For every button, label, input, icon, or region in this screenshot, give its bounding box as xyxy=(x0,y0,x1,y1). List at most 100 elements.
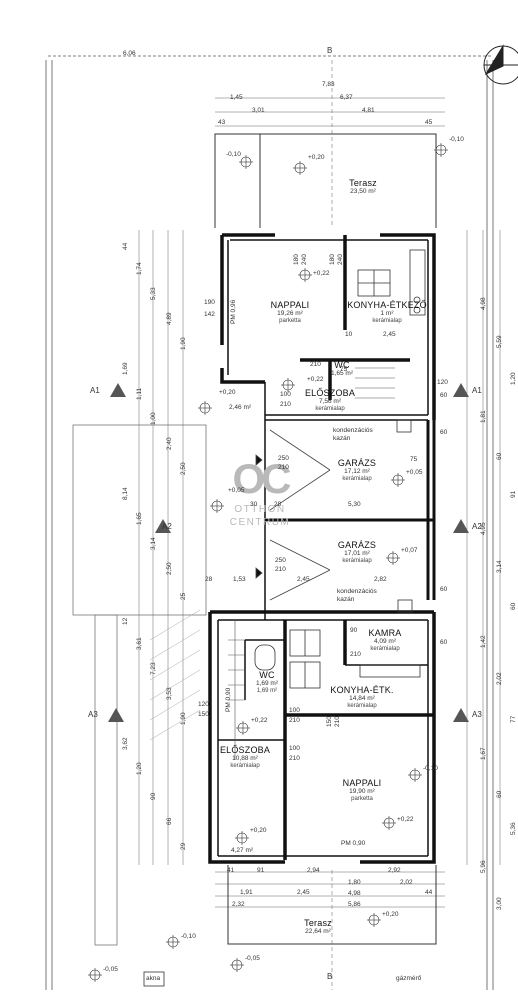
level-label: +0,05 xyxy=(228,487,245,494)
level-label: -0,10 xyxy=(423,765,438,772)
dim-label: 90 xyxy=(150,792,157,800)
dim-label: 100 xyxy=(289,707,300,714)
area-left-top: 2,46 m² xyxy=(229,404,252,411)
dim-label: 77 xyxy=(510,715,517,723)
dim-label: 1,90 xyxy=(180,712,187,725)
dim-label: 1,42 xyxy=(480,635,487,648)
dim-label: 3,14 xyxy=(150,537,157,550)
dim-label: 45 xyxy=(425,119,433,126)
dim-label: 1,20 xyxy=(510,372,517,385)
hatch-zones xyxy=(149,609,201,741)
room-name: NAPPALI xyxy=(270,300,310,310)
dim-label: 250 xyxy=(278,455,289,462)
dim-label: 180 xyxy=(293,254,300,265)
dim-label: 60 xyxy=(440,639,448,646)
dim-label: 2,45 xyxy=(297,576,310,583)
gas-meter-label: gázmérő xyxy=(396,975,422,982)
level-label: +0,22 xyxy=(313,270,330,277)
dim-label: 1,45 xyxy=(230,94,243,101)
dim-label: 4,81 xyxy=(362,107,375,114)
dim-label: 41 xyxy=(227,867,235,874)
dim-label: 12 xyxy=(122,617,129,625)
dim-label: 190 xyxy=(204,299,215,306)
level-label: +0,22 xyxy=(251,717,268,724)
dim-label: 100 xyxy=(280,391,291,398)
dim-label: 210 xyxy=(278,464,289,471)
dim-label: 150 xyxy=(326,716,333,727)
dim-label: 2,45 xyxy=(383,331,396,338)
room-area: 14,84 m² xyxy=(349,695,375,703)
dim-label: 90 xyxy=(350,627,358,634)
room-wc-top: WC 1,65 m² xyxy=(331,360,353,378)
dim-label: 3,14 xyxy=(496,560,503,573)
site-boundary xyxy=(45,55,494,990)
room-area: 23,50 m² xyxy=(350,188,376,196)
dim-label: 60 xyxy=(440,429,448,436)
room-name: NAPPALI xyxy=(342,778,382,788)
dim-label: 240 xyxy=(337,254,344,265)
dim-label: 1,00 xyxy=(150,412,157,425)
dim-label: 210 xyxy=(310,361,321,368)
dim-label: 75 xyxy=(340,366,348,373)
dim-label: 210 xyxy=(275,566,286,573)
room-area: 19,90 m² xyxy=(349,788,375,796)
level-label: +0,20 xyxy=(250,827,267,834)
dim-label: 2,82 xyxy=(374,576,387,583)
dim-label: 7,83 xyxy=(322,81,335,88)
boiler-label-2b: kazán xyxy=(337,596,355,603)
dim-label: 6,37 xyxy=(340,94,353,101)
section-label-a2-right: A2 xyxy=(472,522,482,531)
walls-lower-thin xyxy=(217,619,429,857)
room-garazs-1: GARÁZS 17,12 m² kerámialap xyxy=(338,458,376,483)
dim-label: 3,61 xyxy=(136,637,143,650)
dim-label: 43 xyxy=(218,119,226,126)
dim-label: 1,91 xyxy=(240,889,253,896)
dim-label: 60 xyxy=(496,790,503,798)
room-nappali-bottom: NAPPALI 19,90 m² parketta xyxy=(343,778,382,803)
room-name: Terasz xyxy=(349,178,377,188)
level-label: +0,22 xyxy=(307,376,324,383)
dim-label: 2,45 xyxy=(297,889,310,896)
room-name: Terasz xyxy=(304,918,332,928)
room-wc-bottom: WC 1,69 m² 1,69 m² xyxy=(256,670,278,695)
room-terasz-bottom: Terasz 22,64 m² xyxy=(304,918,332,936)
room-name: KAMRA xyxy=(368,628,402,638)
dim-label: 180 xyxy=(329,254,336,265)
boiler-label-2: kondenzációs xyxy=(337,588,377,595)
section-label-b-top: B xyxy=(327,46,333,55)
dim-label: 1,53 xyxy=(233,576,246,583)
room-kamra: KAMRA 4,09 m² kerámialap xyxy=(368,628,401,653)
dim-label: 210 xyxy=(350,651,361,658)
level-label: +0,07 xyxy=(401,547,418,554)
level-label: +0,22 xyxy=(397,816,414,823)
room-area: 7,56 m² xyxy=(318,398,342,406)
dim-label: 4,98 xyxy=(480,297,487,310)
boiler-label-1b: kazán xyxy=(333,435,351,442)
room-material: kerámialap xyxy=(372,317,402,324)
dim-label: 240 xyxy=(301,254,308,265)
dim-label: 210 xyxy=(334,716,341,727)
dim-label: 8,14 xyxy=(122,487,129,500)
dim-label: 100 xyxy=(289,745,300,752)
dim-label: 120 xyxy=(198,701,209,708)
dim-label: 60 xyxy=(510,602,517,610)
room-area: 19,26 m² xyxy=(277,310,303,318)
dim-label: 6,06 xyxy=(123,50,136,57)
dim-label: PM 0,90 xyxy=(225,687,232,712)
area-left-bottom: 4,27 m² xyxy=(231,847,254,854)
dim-label: 28 xyxy=(205,576,213,583)
room-material: parketta xyxy=(279,317,301,324)
dim-label: 3,62 xyxy=(122,737,129,750)
stairs xyxy=(228,367,395,760)
dim-label: 2,02 xyxy=(400,879,413,886)
dim-label: 142 xyxy=(204,311,215,318)
section-label-a3-left: A3 xyxy=(88,710,98,719)
walls-upper-thin xyxy=(227,239,429,620)
dim-label: 1,74 xyxy=(136,262,143,275)
watermark: OC OTTHON CENTRUM xyxy=(225,455,295,529)
dim-label: 120 xyxy=(437,379,448,386)
watermark-line2: CENTRUM xyxy=(229,517,291,528)
dim-label: 10 xyxy=(345,331,353,338)
section-label-a1-left: A1 xyxy=(90,386,100,395)
dim-label: 4,89 xyxy=(166,312,173,325)
